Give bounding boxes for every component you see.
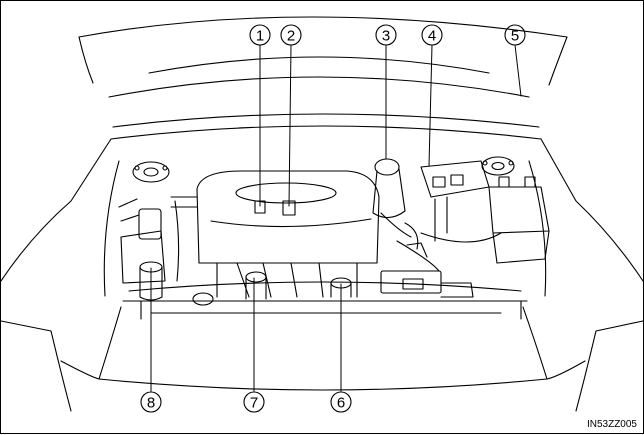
callout-6-label: 6	[337, 395, 345, 412]
battery	[488, 176, 550, 264]
callout-4-label: 4	[428, 28, 436, 45]
callout-7-label: 7	[250, 395, 258, 412]
hood-outline	[78, 16, 568, 98]
engine-cover	[196, 170, 380, 298]
callout-2-label: 2	[287, 28, 295, 45]
figure-code: IN53ZZ005	[587, 419, 637, 430]
callout-5-label: 5	[511, 28, 519, 45]
callout-1-label: 1	[256, 28, 264, 45]
strut-towers	[132, 156, 515, 183]
callout-circles	[140, 24, 526, 413]
front-bumper	[60, 306, 586, 391]
callout-3-label: 3	[382, 28, 390, 45]
brake-reservoir	[372, 158, 419, 250]
left-components	[118, 196, 198, 284]
leader-lines	[150, 44, 522, 392]
vehicle-body	[1, 113, 644, 412]
callout-8-label: 8	[147, 395, 155, 412]
radiator-support	[122, 240, 528, 320]
